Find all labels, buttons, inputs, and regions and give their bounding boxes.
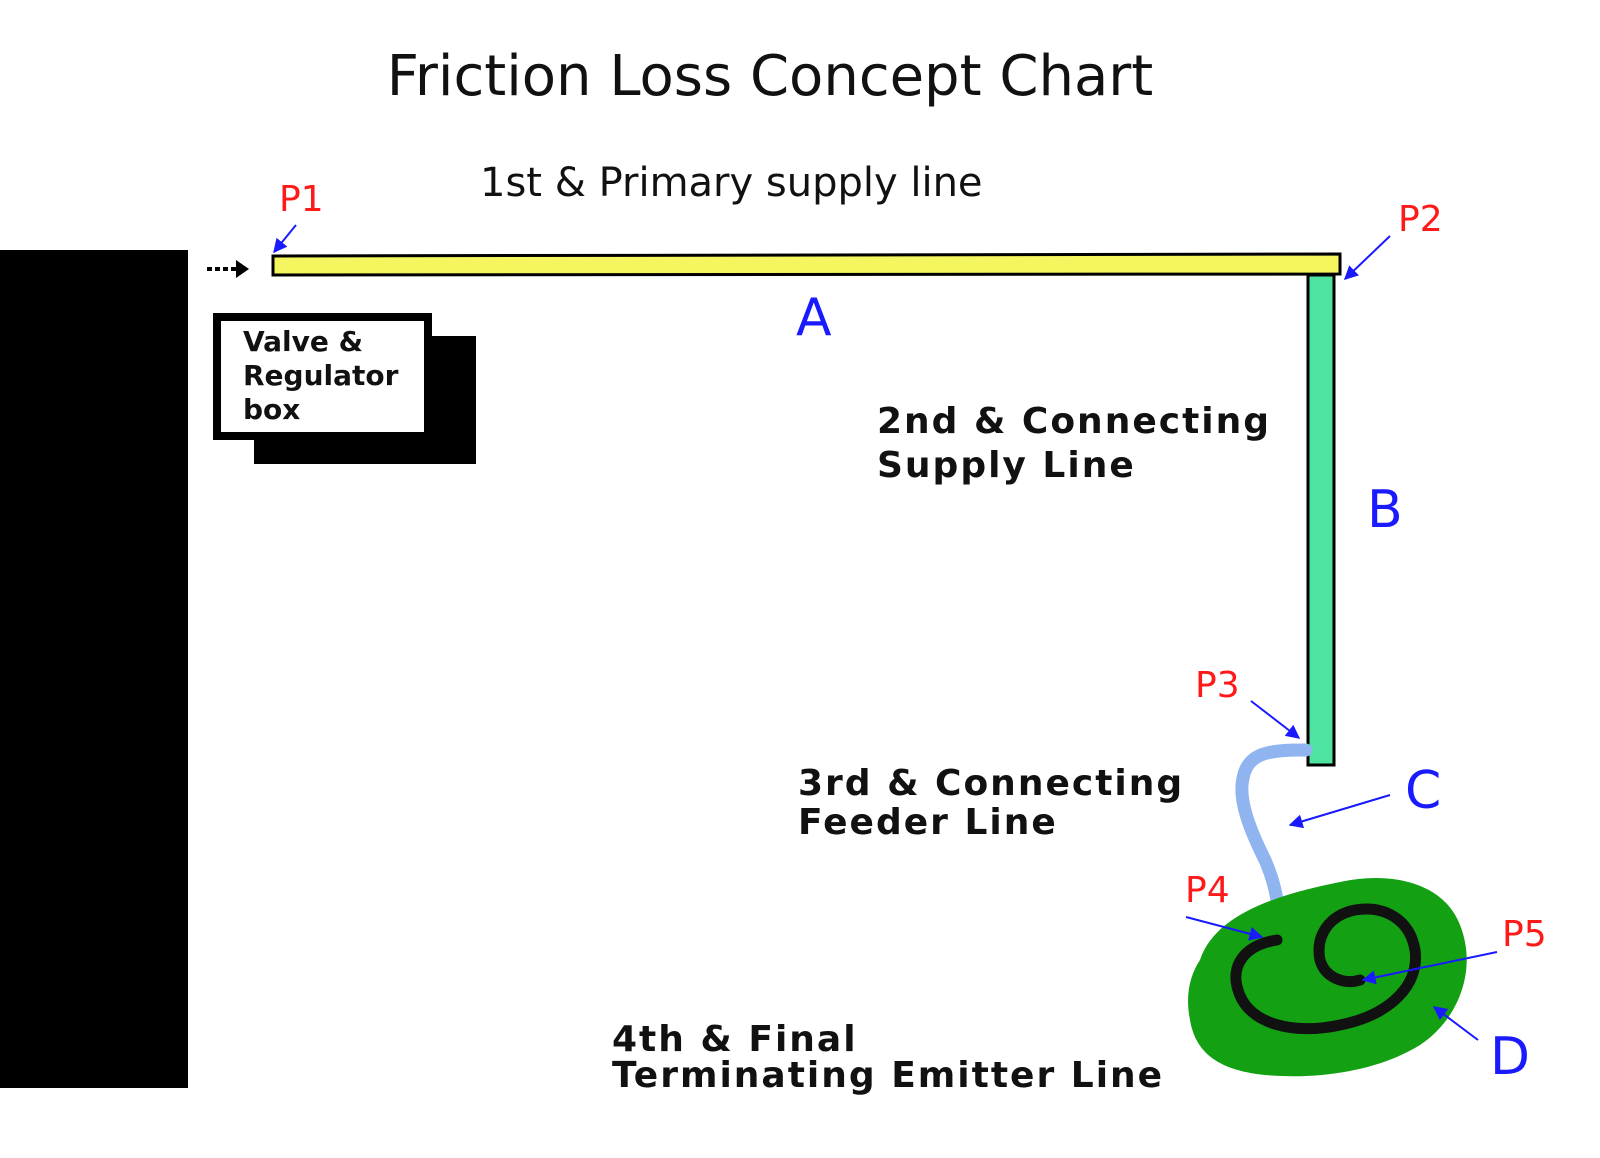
point-label-p1: P1 — [279, 179, 324, 220]
emitter-line-label-line2: Terminating Emitter Line — [612, 1055, 1164, 1096]
house-wall — [0, 250, 188, 1088]
diagram-title: Friction Loss Concept Chart — [387, 44, 1154, 109]
valve-box-label-line1: Valve & — [243, 325, 363, 358]
connecting-supply-line-label-line2: Supply Line — [877, 445, 1136, 486]
emitter-coil — [1230, 903, 1422, 1035]
flow-direction-arrow-icon — [207, 260, 249, 278]
pointer-arrow-d — [1432, 1006, 1479, 1041]
feeder-line-label-line1: 3rd & Connecting — [798, 763, 1184, 804]
point-label-p5: P5 — [1502, 914, 1547, 955]
feeder-line-label-line2: Feeder Line — [798, 802, 1058, 843]
primary-supply-pipe — [271, 252, 1342, 277]
pointer-arrow-p2 — [1343, 235, 1391, 280]
point-label-p2: P2 — [1398, 199, 1443, 240]
segment-label-a: A — [796, 288, 832, 348]
valve-box-label-line3: box — [243, 393, 300, 426]
segment-label-c: C — [1405, 761, 1441, 821]
valve-regulator-box: Valve & Regulator box — [213, 313, 476, 464]
valve-box-label-line2: Regulator — [243, 359, 399, 392]
point-label-p4: P4 — [1185, 870, 1230, 911]
primary-supply-line-label: 1st & Primary supply line — [480, 160, 983, 206]
pointer-arrow-p1 — [273, 224, 297, 254]
pointer-arrow-p5 — [1361, 951, 1498, 985]
valve-box-frame — [213, 313, 432, 440]
connecting-supply-pipe — [1306, 273, 1336, 767]
segment-label-b: B — [1367, 480, 1403, 540]
point-label-p3: P3 — [1195, 665, 1240, 706]
connecting-supply-line-label-line1: 2nd & Connecting — [877, 401, 1271, 442]
segment-label-d: D — [1490, 1027, 1530, 1087]
emitter-line-label-line1: 4th & Final — [612, 1019, 858, 1060]
pointer-arrow-p3 — [1250, 700, 1301, 739]
pointer-arrow-p4 — [1185, 916, 1264, 941]
pointer-arrow-c — [1288, 794, 1391, 829]
